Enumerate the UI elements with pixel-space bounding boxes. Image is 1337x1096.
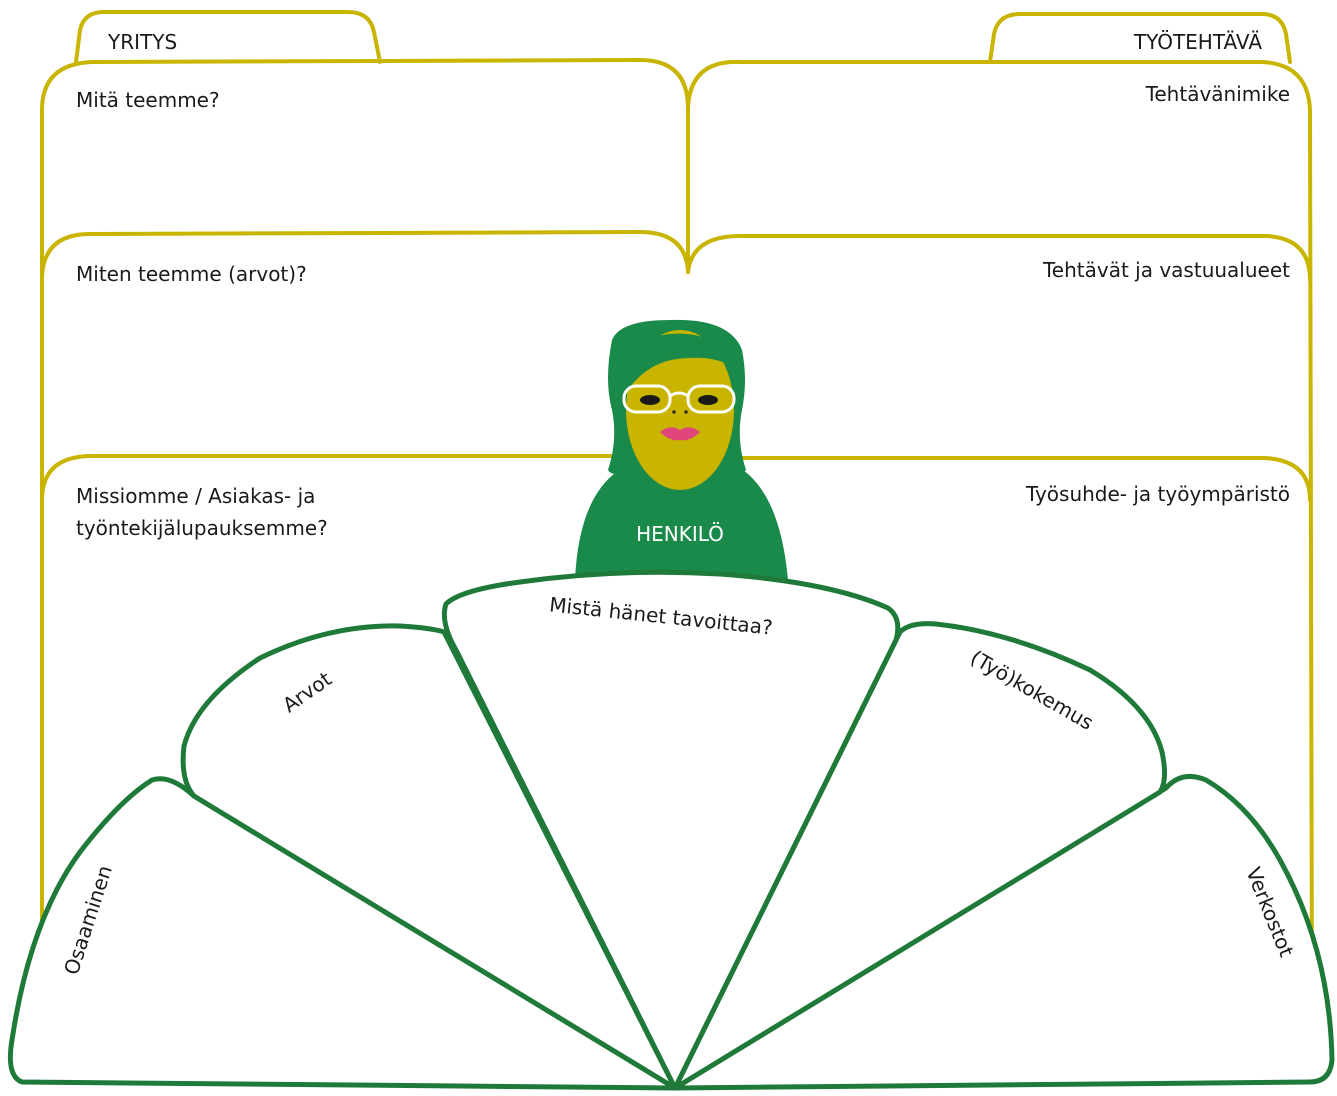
person-body — [575, 458, 788, 580]
company-mission-panel-outline — [40, 454, 622, 502]
company-question-how: Miten teemme (arvot)? — [76, 262, 307, 286]
job-panel-outline — [686, 59, 1314, 1012]
person-face — [626, 330, 734, 490]
company-question-what: Mitä teemme? — [76, 88, 220, 112]
person-lips — [660, 427, 700, 441]
job-environment-panel-outline — [738, 456, 1312, 502]
petal-verkostot — [672, 773, 1335, 1091]
petal-arvot — [180, 623, 678, 1091]
job-duties-field: Tehtävät ja vastuualueet — [1042, 258, 1290, 282]
company-panel-outline — [40, 58, 690, 1012]
petal-kokemus — [672, 621, 1168, 1091]
glasses-right-lens — [686, 384, 736, 414]
company-values-panel-outline — [40, 230, 690, 282]
company-question-mission-line2: työntekijälupauksemme? — [76, 516, 328, 540]
company-tab-label: YRITYS — [108, 30, 178, 54]
job-tab-label: TYÖTEHTÄVÄ — [1133, 30, 1262, 54]
company-question-mission-line1: Missiomme / Asiakas- ja — [76, 484, 316, 508]
petal-osaaminen — [7, 776, 678, 1091]
company-tab-outline — [74, 10, 382, 64]
job-title-field: Tehtävänimike — [1145, 82, 1290, 106]
petal-tavoittaa — [441, 569, 901, 1091]
job-duties-panel-outline — [686, 234, 1312, 282]
job-tab-outline — [988, 12, 1292, 64]
person-label: HENKILÖ — [636, 522, 724, 546]
job-environment-field: Työsuhde- ja työympäristö — [1025, 482, 1290, 506]
glasses-left-lens — [622, 384, 672, 414]
